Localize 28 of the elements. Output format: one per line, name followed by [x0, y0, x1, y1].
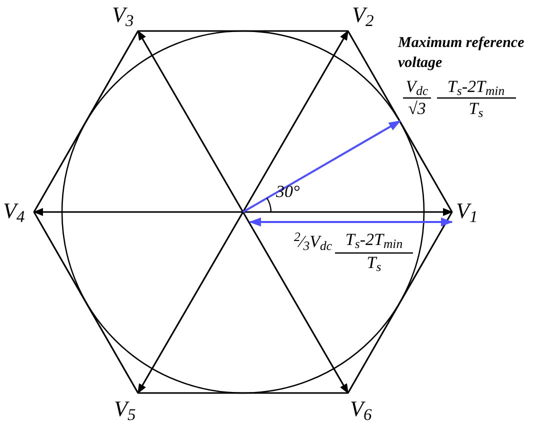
hexagon-side: [347, 212, 453, 394]
vertex-label: V$_{4}$: [3, 198, 25, 224]
fraction-numerator: T$_{s}$-2T$_{min}$: [446, 77, 506, 97]
hexagon-side: [33, 30, 139, 212]
vector-arrow: [137, 212, 244, 394]
vertex-label: V$_{1}$: [456, 198, 478, 224]
fraction-denominator: √3: [407, 99, 427, 119]
hexagon-side: [33, 212, 139, 394]
vertex-label: V$_{3}$: [112, 2, 134, 28]
fraction-denominator: T$_{s}$: [468, 99, 484, 119]
angle-label: 30°: [276, 182, 301, 202]
vector-arrow: [33, 208, 243, 216]
hexagon-side: [138, 30, 348, 32]
hexagon-side: [138, 392, 348, 394]
fraction-numerator: V$_{dc}$: [404, 77, 430, 97]
vector-arrow: [137, 30, 244, 212]
fraction-numerator: T$_{s}$-2T$_{min}$: [344, 230, 404, 250]
formula-text: $^{2}$⁄$_{3}$V$_{dc}$: [292, 232, 332, 252]
fraction-denominator: T$_{s}$: [366, 253, 382, 273]
double-arrow: [249, 218, 453, 226]
annotation-title: Maximum reference voltage: [398, 34, 526, 73]
vector-arrow: [242, 212, 349, 394]
vector-arrow: [243, 208, 453, 216]
vertex-label: V$_{6}$: [350, 396, 372, 422]
vector-arrow: [242, 30, 349, 212]
vertex-label: V$_{5}$: [114, 396, 136, 422]
vertex-label: V$_{2}$: [352, 2, 374, 28]
hexagon-side: [347, 30, 453, 212]
